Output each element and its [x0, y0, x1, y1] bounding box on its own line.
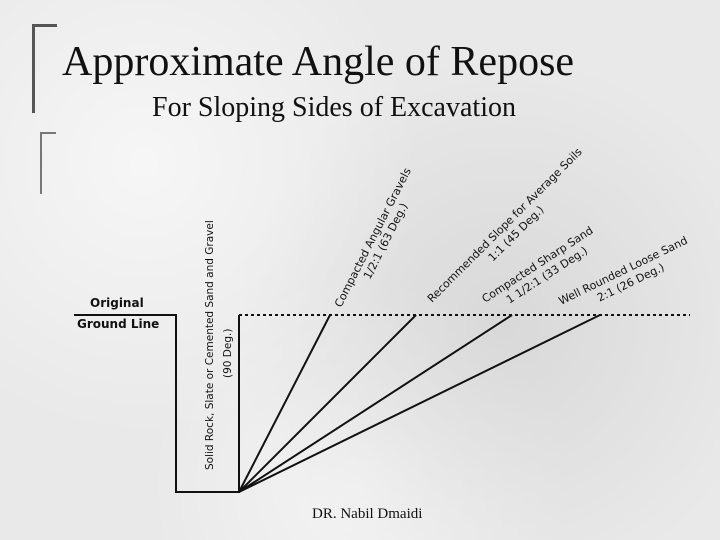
slope-line-26-deg [238, 314, 601, 493]
title-bracket-decoration [32, 24, 57, 113]
diagram-bracket-decoration [40, 132, 56, 194]
ground-label-line1: Original [90, 296, 144, 310]
slope-63-line1: Compacted Angular Gravels [332, 165, 414, 309]
vertical-label-line1: Solid Rock, Slate or Cemented Sand and G… [204, 220, 216, 470]
slope-label-63: Compacted Angular Gravels 1/2:1 (63 Deg.… [332, 165, 414, 309]
page-title: Approximate Angle of Repose [62, 39, 575, 85]
ground-label-line2: Ground Line [77, 317, 159, 331]
author-footer: DR. Nabil Dmaidi [312, 506, 423, 522]
slope-line-63-deg [238, 314, 331, 493]
slope-line-45-deg [238, 314, 417, 493]
ground-outline [74, 314, 240, 493]
slope-line-33-deg [238, 314, 513, 493]
vertical-label-line2: (90 Deg.) [222, 329, 234, 378]
page-subtitle: For Sloping Sides of Excavation [152, 92, 516, 123]
vertical-label: Solid Rock, Slate or Cemented Sand and G… [204, 220, 234, 470]
